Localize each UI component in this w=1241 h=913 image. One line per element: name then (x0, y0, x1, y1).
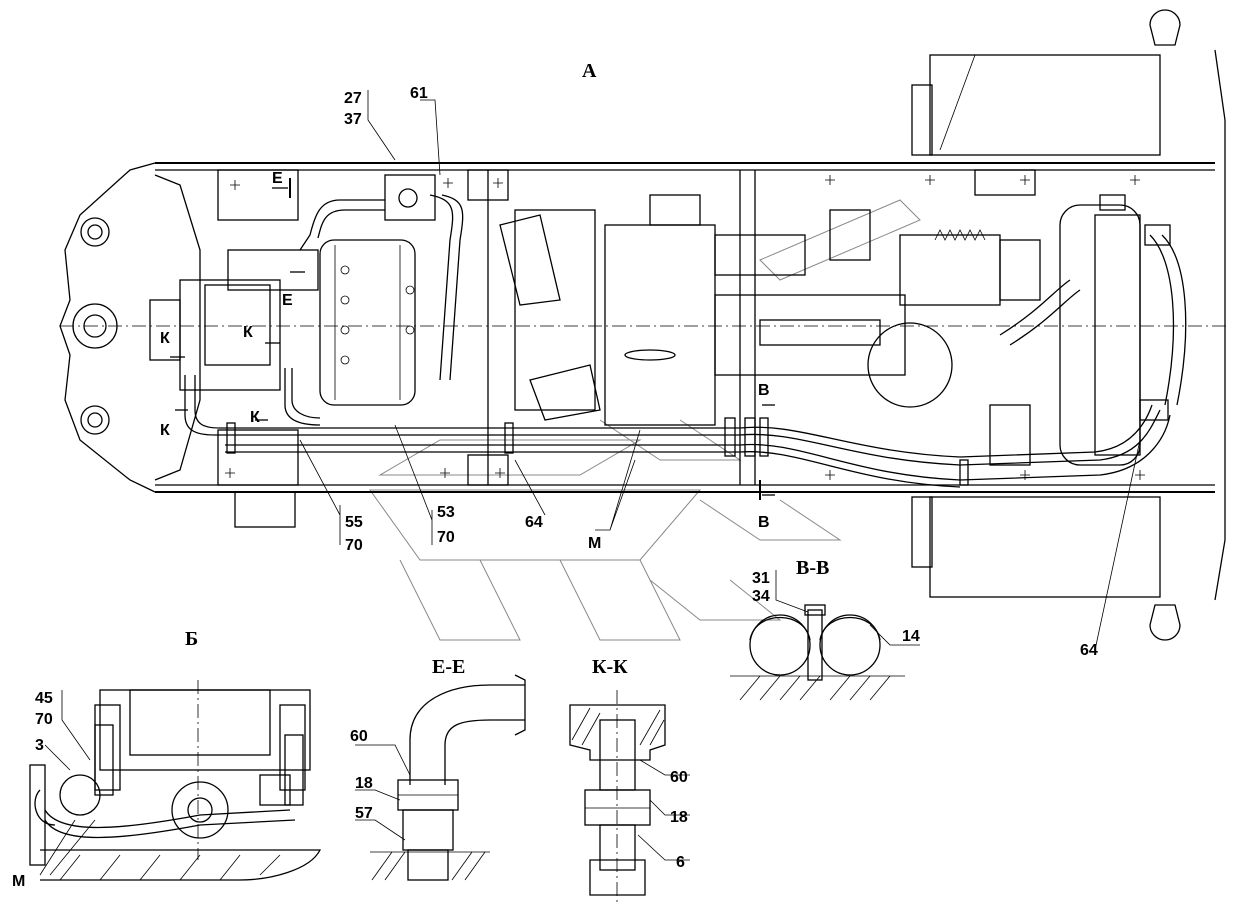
section-label-vv: В-В (796, 557, 829, 579)
callout-31: 31 (752, 570, 770, 587)
callout-70c: 70 (35, 711, 53, 728)
section-vv-drawing (730, 570, 920, 701)
callout-37: 37 (344, 111, 362, 128)
watermark-logo (369, 199, 921, 641)
callout-64-right: 64 (1080, 642, 1098, 659)
section-mark-k-mid: К (243, 324, 253, 341)
callout-64-main: 64 (525, 514, 543, 531)
section-mark-v-bottom: В (758, 514, 770, 531)
callout-m-main: М (588, 535, 601, 552)
section-mark-e-top: Е (272, 170, 283, 187)
detail-b-drawing (29, 680, 322, 881)
section-mark-v-top: В (758, 382, 770, 399)
callout-61: 61 (410, 85, 428, 102)
section-label-kk: К-К (592, 656, 628, 678)
callout-70b: 70 (437, 529, 455, 546)
section-mark-k-low: К (250, 409, 260, 426)
callout-55: 55 (345, 514, 363, 531)
section-kk-drawing (569, 690, 690, 905)
callout-ee-60: 60 (350, 728, 368, 745)
callout-34: 34 (752, 588, 770, 605)
main-view (59, 9, 1230, 651)
callout-m-detail: М (12, 873, 25, 890)
section-mark-e-mid: Е (282, 292, 293, 309)
view-label-a: А (582, 60, 597, 82)
callout-kk-6: 6 (676, 854, 685, 871)
callout-ee-18: 18 (355, 775, 373, 792)
section-mark-k-left-top: К (160, 330, 170, 347)
callout-45: 45 (35, 690, 53, 707)
callout-ee-57: 57 (355, 805, 373, 822)
view-label-b: Б (185, 628, 198, 650)
section-ee-drawing (355, 674, 526, 881)
section-mark-k-left-bottom: К (160, 422, 170, 439)
section-label-ee: Е-Е (432, 656, 465, 678)
callout-14: 14 (902, 628, 920, 645)
callout-kk-60: 60 (670, 769, 688, 786)
callout-53: 53 (437, 504, 455, 521)
callout-70a: 70 (345, 537, 363, 554)
callout-27: 27 (344, 90, 362, 107)
callout-kk-18: 18 (670, 809, 688, 826)
callout-3: 3 (35, 737, 44, 754)
